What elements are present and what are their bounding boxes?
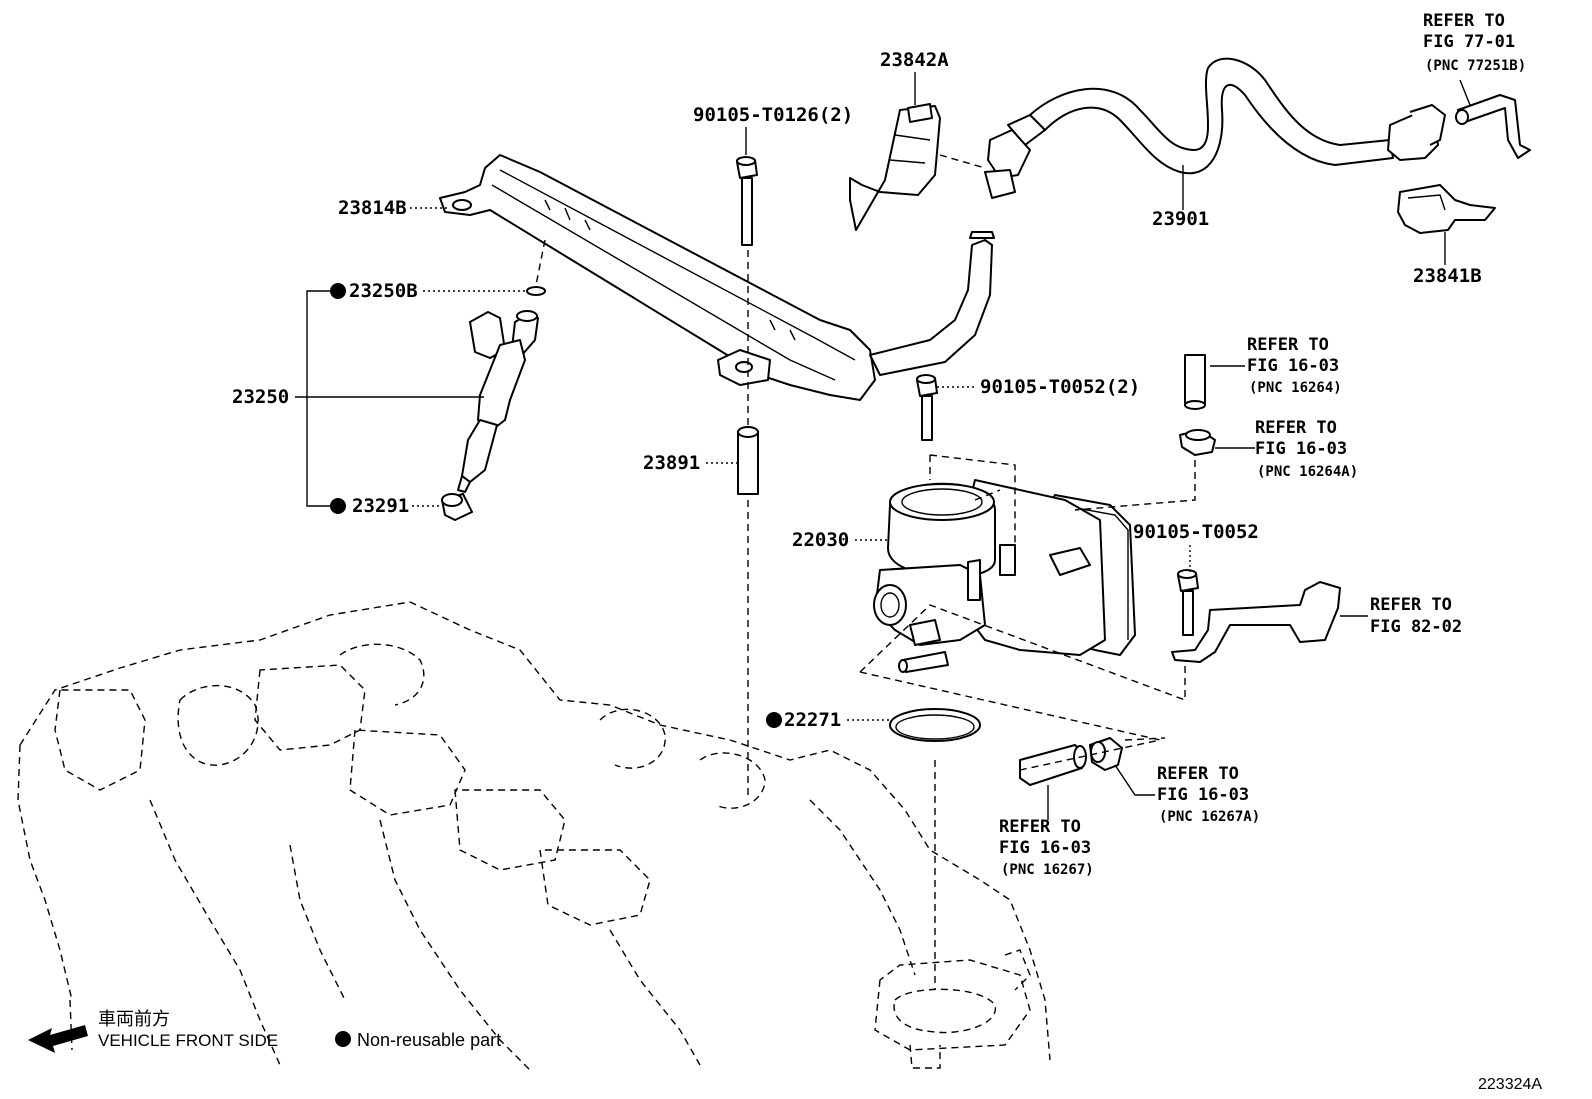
refer-77-line3: (PNC 77251B) xyxy=(1425,58,1526,74)
label-23901: 23901 xyxy=(1152,208,1209,230)
front-arrow-icon xyxy=(28,1025,88,1053)
figure-id: 223324A xyxy=(1478,1076,1542,1093)
refer-fig-16-03-16267: REFER TO FIG 16-03 (PNC 16267) xyxy=(999,817,1094,878)
leader-lines xyxy=(295,72,1471,820)
refer-fig-16-03-16267A: REFER TO FIG 16-03 (PNC 16267A) xyxy=(1157,764,1260,825)
refer-fig-77-01: REFER TO FIG 77-01 (PNC 77251B) xyxy=(1423,11,1526,74)
label-23842A: 23842A xyxy=(880,49,949,71)
clamp-23842A xyxy=(849,103,941,231)
refer-16267A-line2: FIG 16-03 xyxy=(1157,785,1249,805)
fuel-hose xyxy=(984,57,1446,199)
label-23291: 23291 xyxy=(352,495,409,517)
refer-77-line2: FIG 77-01 xyxy=(1423,32,1515,52)
throttle-body xyxy=(873,479,1136,673)
clip-16264A xyxy=(1179,429,1216,456)
assembly-guides xyxy=(535,154,1196,990)
refer-fig-16-03-16264A: REFER TO FIG 16-03 (PNC 16264A) xyxy=(1255,418,1358,480)
hose-16264 xyxy=(1184,354,1206,410)
label-90105-T0052: 90105-T0052 xyxy=(1133,521,1259,543)
label-90105-T0052-2: 90105-T0052(2) xyxy=(980,376,1140,398)
bolt-t0052-2 xyxy=(916,374,938,441)
refer-16267-line3: (PNC 16267) xyxy=(1001,862,1094,878)
refer-16267-line1: REFER TO xyxy=(999,817,1081,837)
label-90105-T0126: 90105-T0126(2) xyxy=(693,104,853,126)
refer-77-line1: REFER TO xyxy=(1423,11,1505,31)
fuel-delivery-pipe xyxy=(439,154,995,401)
nonreusable-dot-22271 xyxy=(766,712,782,728)
refer-fig-82-02: REFER TO FIG 82-02 xyxy=(1370,595,1462,637)
refer-16264-line1: REFER TO xyxy=(1247,335,1329,355)
direction-label-jp: 車両前方 xyxy=(98,1009,170,1030)
refer-16264-line3: (PNC 16264) xyxy=(1249,380,1342,396)
label-23891: 23891 xyxy=(643,452,700,474)
spacer-23891 xyxy=(737,426,759,495)
refer-fig-16-03-16264: REFER TO FIG 16-03 (PNC 16264) xyxy=(1247,335,1342,396)
intake-manifold xyxy=(17,601,1051,1071)
nonreusable-dot-23250B xyxy=(330,283,346,299)
nonreusable-dot-23291 xyxy=(330,498,346,514)
gasket-22271 xyxy=(889,708,981,742)
label-23841B: 23841B xyxy=(1413,265,1482,287)
label-22271: 22271 xyxy=(784,709,841,731)
injector-collar xyxy=(441,493,473,521)
refer-16264A-line1: REFER TO xyxy=(1255,418,1337,438)
refer-16267-line2: FIG 16-03 xyxy=(999,838,1091,858)
refer-82-line1: REFER TO xyxy=(1370,595,1452,615)
label-22030: 22030 xyxy=(792,529,849,551)
hose-16267 xyxy=(1019,744,1087,786)
refer-16264A-line3: (PNC 16264A) xyxy=(1257,464,1358,480)
fuel-injector xyxy=(457,286,546,493)
label-23814B: 23814B xyxy=(338,197,407,219)
label-23250: 23250 xyxy=(232,386,289,408)
bracket-82-02 xyxy=(1171,581,1341,663)
nonreusable-label: Non-reusable part xyxy=(357,1030,501,1050)
label-23250B: 23250B xyxy=(349,280,418,302)
nonreusable-legend-dot xyxy=(335,1031,351,1047)
pipe-77251B xyxy=(1455,94,1531,159)
refer-16264A-line2: FIG 16-03 xyxy=(1255,439,1347,459)
refer-16264-line2: FIG 16-03 xyxy=(1247,356,1339,376)
bolt-t0052 xyxy=(1177,569,1199,636)
refer-82-line2: FIG 82-02 xyxy=(1370,617,1462,637)
clamp-23841B xyxy=(1397,184,1496,234)
direction-label-en: VEHICLE FRONT SIDE xyxy=(98,1031,278,1050)
refer-16267A-line1: REFER TO xyxy=(1157,764,1239,784)
refer-16267A-line3: (PNC 16267A) xyxy=(1159,809,1260,825)
clip-16267A xyxy=(1089,737,1123,771)
bolt-t0126 xyxy=(736,156,758,246)
legend: 車両前方 VEHICLE FRONT SIDE Non-reusable par… xyxy=(28,1009,501,1053)
